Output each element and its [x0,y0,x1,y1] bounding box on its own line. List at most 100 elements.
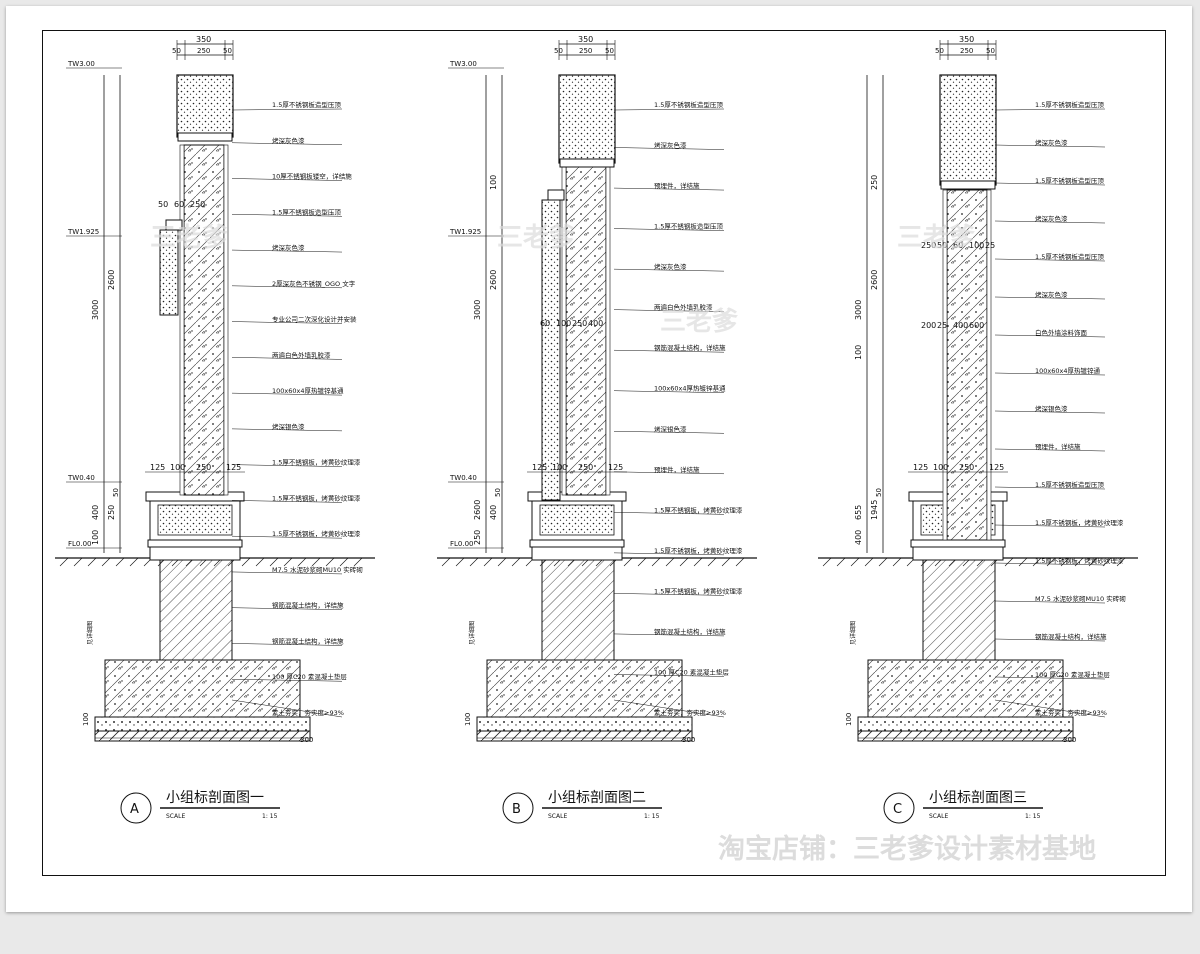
callout-note: 烤深灰色漆 [272,243,305,252]
bottom-dimension-value: 50 [112,488,120,497]
bottom-dimension-value: 125 [226,463,241,472]
top-dimension-segment: 50 [223,47,232,55]
callout-note: 1.5厚不锈钢板造型压顶 [654,100,723,109]
section-marker-circle [502,792,534,824]
soil-hatch-mark [497,557,507,567]
callout-note: 两遍白色外墙乳胶漆 [272,350,331,359]
callout-note: 烤深银色漆 [272,422,305,431]
callout-leader [231,535,343,539]
callout-note: 100x60x4厚热镀锌基通 [272,386,344,395]
callout-leader [231,643,343,646]
soil-hatch-mark [1032,557,1042,567]
callout-note: 钢筋混凝土结构，详结施 [654,343,726,352]
column-skin-right [986,189,992,541]
mid-dimension-value: 60 [174,200,184,209]
top-dimension-segment: 50 [554,47,563,55]
left-dimension-value: 655 [854,505,863,520]
callout-leader [613,228,725,231]
mid-dimension-value: 250 [921,241,936,250]
top-dimension-segment: 50 [986,47,995,55]
watermark-text: 三老爹 [150,223,228,253]
callout-leader [231,285,343,289]
watermark-text: 三老爹 [497,223,575,253]
mid-dimension-value: 60 [953,241,963,250]
soil-hatch-mark [353,557,363,567]
soil-hatch-mark [455,557,465,567]
foot-dimension-value: 300 [682,736,695,744]
callout-leader [994,220,1106,224]
callout-note: 2厚深灰色不锈钢_OGO 文字 [272,279,356,288]
base-infill [539,504,615,536]
bottom-dimension-value: 250 [578,463,593,472]
callout-leader [613,552,725,556]
callout-leader [231,392,343,396]
callout-leader [231,428,343,432]
soil-hatch-mark [707,557,717,567]
soil-hatch-mark [637,557,647,567]
callout-note: 白色外墙涂料饰面 [1035,328,1088,337]
left-dimension-value: 100 [489,175,498,190]
top-dimension-segment: 50 [605,47,614,55]
callout-note: 100 厚C20 素混凝土垫层 [272,672,347,681]
scale-label: SCALE [548,813,567,820]
side-note: 见详细图 [849,621,857,645]
section-marker-letter: C [893,802,902,817]
callout-note: 烤深灰色漆 [1035,214,1068,223]
callout-note: 1.5厚不锈钢板造型压顶 [654,222,723,231]
callout-note: 100x60x4厚热镀锌基通 [654,384,726,393]
callout-note: 1.5厚不锈钢板造型压顶 [1035,252,1104,261]
callout-note: 钢筋混凝土结构，详结施 [1035,632,1107,641]
callout-leader [994,108,1106,111]
top-dimension-total: 350 [959,35,974,44]
section-title: 小组标剖面图一 [166,790,264,806]
blinding-layer [94,716,311,732]
mid-dimension-value: 250 [572,319,587,328]
column-skin-right [605,144,611,496]
bottom-dimension-value: 100 [552,463,567,472]
left-dimension-value: 250 [107,505,116,520]
mid-dimension-value: 50 [158,200,168,209]
callout-leader [994,334,1106,338]
elevation-marker: TW0.40 [67,474,95,482]
elevation-marker: TW0.40 [449,474,477,482]
elevation-marker: TW3.00 [449,60,477,68]
callout-note: 钢筋混凝土结构，详结施 [272,601,344,610]
footing [867,659,1064,718]
cap-plate [559,158,615,168]
scale-label: SCALE [929,813,948,820]
footing [486,659,683,718]
section-marker-letter: B [512,802,521,817]
callout-note: 1.5厚不锈钢板，烤黄砂纹理漆 [272,529,361,538]
scale-value: 1: 15 [1025,813,1041,820]
cap-plate [177,132,233,142]
callout-note: 烤深银色漆 [1035,404,1068,413]
panel-bracket [165,219,183,231]
soil-hatch-mark [878,557,888,567]
soil-hatch-mark [822,557,832,567]
callout-note: 钢筋混凝土结构，详结施 [272,636,344,645]
left-dimension-value: 2600 [489,270,498,290]
bottom-dimension-value: 250 [196,463,211,472]
left-dimension-value: 400 [489,505,498,520]
soil-hatch-mark [87,557,97,567]
elevation-marker: TW3.00 [67,60,95,68]
callout-note: 素土夯实，夯实度≥93% [1035,708,1107,717]
column-shaft [183,144,225,496]
base-infill [157,504,233,536]
foot-dimension-value: 300 [300,736,313,744]
soil-hatch-mark [836,557,846,567]
callout-note: 烤深灰色漆 [1035,290,1068,299]
callout-note: 1.5厚不锈钢板，烤黄砂纹理漆 [272,458,361,467]
mid-dimension-value: 25 [985,241,995,250]
soil-hatch-mark [679,557,689,567]
callout-leader [613,349,725,353]
soil-hatch-mark [665,557,675,567]
soil-hatch-mark [297,557,307,567]
left-dimension-value: 1945 [870,500,879,520]
section-marker-circle [883,792,915,824]
bottom-dimension-value: 125 [532,463,547,472]
callout-note: 预埋件，详结施 [654,181,700,190]
